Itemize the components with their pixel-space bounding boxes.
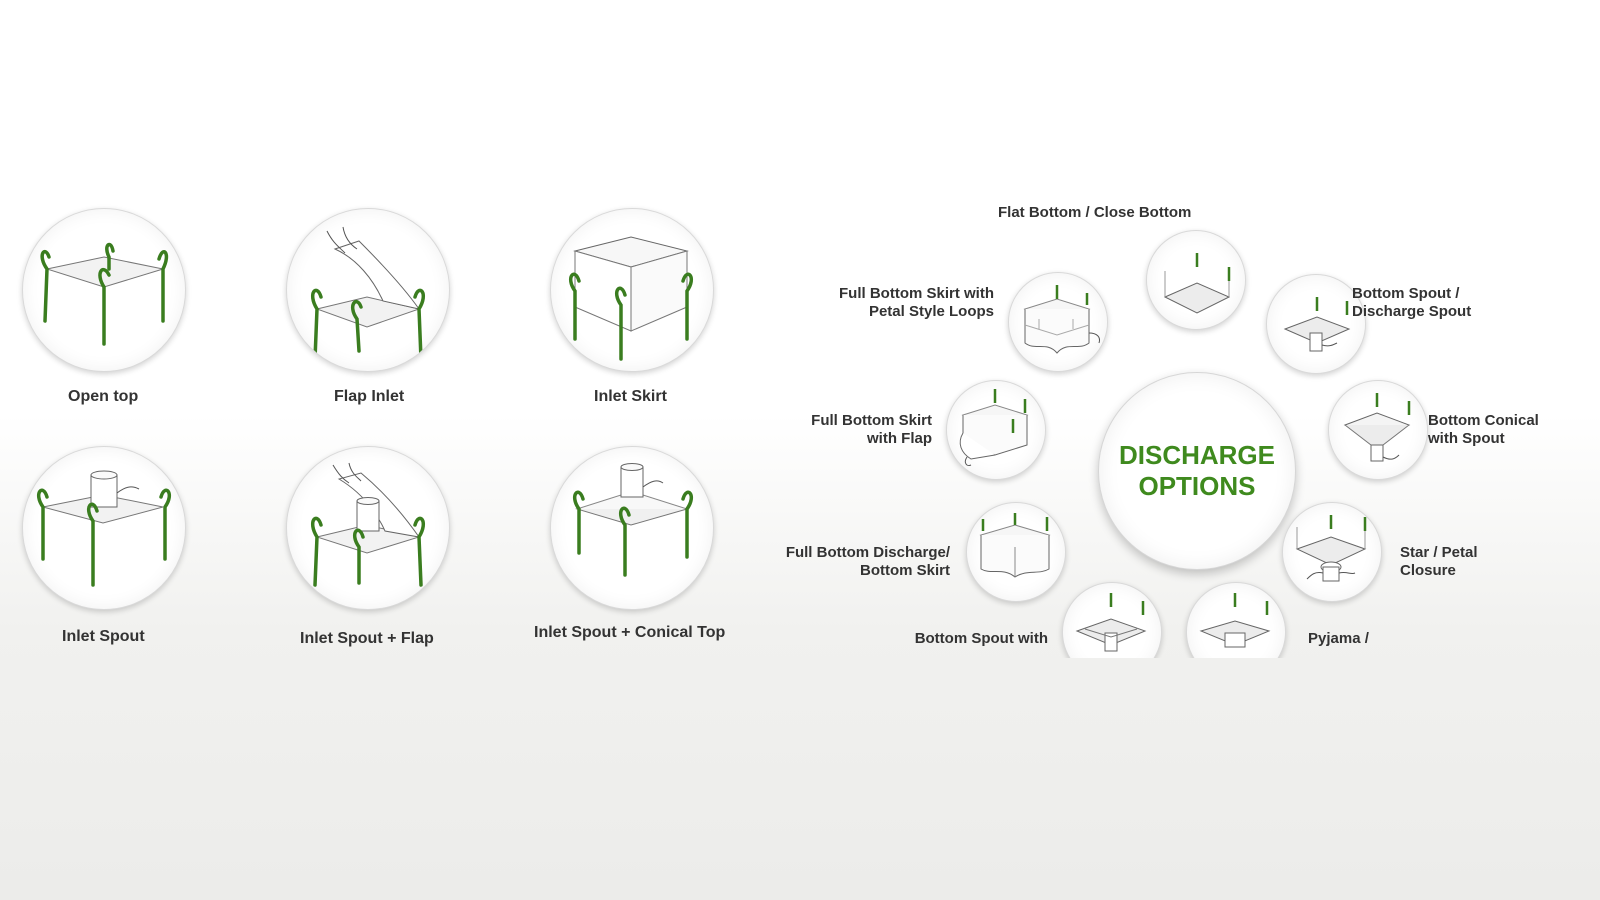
flat-bottom-label: Flat Bottom / Close Bottom [998, 204, 1192, 221]
pyjama-label: Pyjama / [1308, 630, 1369, 647]
inlet-spout-conical-illustration [550, 446, 714, 610]
inlet-spout-flap-label: Inlet Spout + Flap [300, 630, 434, 647]
discharge-title: DISCHARGE OPTIONS [1118, 440, 1275, 501]
star-petal-illustration [1282, 502, 1382, 602]
discharge-options-panel: DISCHARGE OPTIONS Flat Bottom / Close Bo… [780, 200, 1570, 658]
discharge-center-circle: DISCHARGE OPTIONS [1098, 372, 1296, 570]
inlet-skirt-label: Inlet Skirt [594, 388, 667, 405]
full-bottom-skirt-petal-label: Full Bottom Skirt with Petal Style Loops [839, 285, 994, 320]
bottom-spout-with-label: Bottom Spout with [914, 630, 1048, 647]
open-top-illustration [22, 208, 186, 372]
full-bottom-skirt-flap-illustration [946, 380, 1046, 480]
flap-inlet-illustration [286, 208, 450, 372]
full-bottom-skirt-petal-illustration [1008, 272, 1108, 372]
full-bottom-discharge-label: Full Bottom Discharge/ Bottom Skirt [785, 544, 950, 579]
bottom-spout-with-illustration [1062, 582, 1162, 658]
bottom-spout-label: Bottom Spout / Discharge Spout [1352, 285, 1472, 320]
inlet-spout-conical-label: Inlet Spout + Conical Top [534, 624, 726, 641]
inlet-spout-label: Inlet Spout [62, 628, 145, 645]
bottom-conical-illustration [1328, 380, 1428, 480]
open-top-label: Open top [68, 388, 139, 405]
flap-inlet-label: Flap Inlet [334, 388, 405, 405]
bottom-conical-label: Bottom Conical with Spout [1428, 412, 1539, 447]
inlet-spout-flap-illustration [286, 446, 450, 610]
pyjama-illustration [1186, 582, 1286, 658]
flat-bottom-illustration [1146, 230, 1246, 330]
full-bottom-skirt-flap-label: Full Bottom Skirt with Flap [811, 412, 932, 447]
inlet-skirt-illustration [550, 208, 714, 372]
star-petal-label: Star / Petal Closure [1400, 544, 1478, 579]
full-bottom-discharge-illustration [966, 502, 1066, 602]
bottom-spout-illustration [1266, 274, 1366, 374]
inlet-spout-illustration [22, 446, 186, 610]
filling-options-panel: Open top Flap Inlet [0, 200, 780, 658]
